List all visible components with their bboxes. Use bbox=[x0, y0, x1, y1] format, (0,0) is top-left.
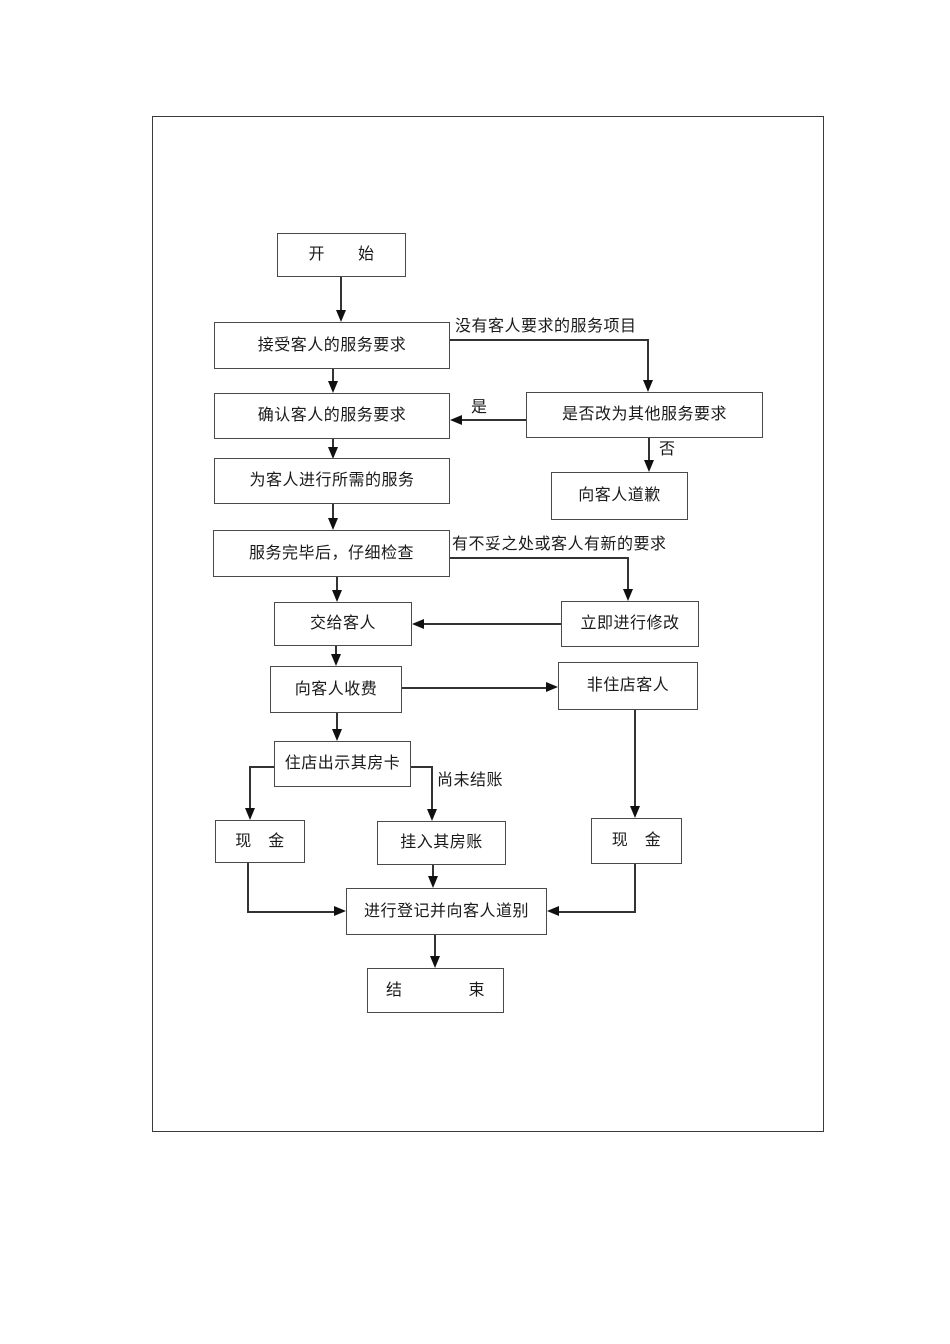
node-modify-immediately: 立即进行修改 bbox=[561, 601, 699, 647]
edge-account-register-arrow bbox=[428, 876, 438, 888]
edge-confirm-perform-arrow bbox=[328, 447, 338, 459]
edge-nonresident-cash-line bbox=[634, 710, 636, 807]
edge-showcard-account-hline bbox=[411, 766, 432, 768]
edge-check-modify-arrow bbox=[623, 589, 633, 601]
edge-modify-deliver-line bbox=[424, 623, 561, 625]
edge-charge-showcard-line bbox=[336, 713, 338, 730]
node-confirm-service-request: 确认客人的服务要求 bbox=[214, 393, 450, 439]
node-charge-guest: 向客人收费 bbox=[270, 666, 402, 713]
edge-showcard-cash-arrow bbox=[245, 808, 255, 820]
node-register-and-farewell: 进行登记并向客人道别 bbox=[346, 888, 547, 935]
edge-label-not-settled: 尚未结账 bbox=[437, 772, 504, 789]
edge-charge-nonresident-arrow bbox=[546, 682, 558, 692]
edge-label-flaw-or-new-request: 有不妥之处或客人有新的要求 bbox=[452, 536, 667, 553]
node-change-to-other-service: 是否改为其他服务要求 bbox=[526, 392, 763, 438]
node-non-resident-guest: 非住店客人 bbox=[558, 662, 698, 710]
edge-cashleft-register-hline bbox=[247, 911, 335, 913]
edge-check-modify-vline bbox=[627, 557, 629, 591]
node-receive-service-request: 接受客人的服务要求 bbox=[214, 322, 450, 369]
node-cash-left: 现 金 bbox=[215, 820, 305, 863]
edge-cashright-register-vline bbox=[634, 864, 636, 913]
node-deliver-to-guest: 交给客人 bbox=[274, 602, 412, 646]
edge-deliver-charge-line bbox=[335, 646, 337, 656]
edge-register-end-arrow bbox=[430, 956, 440, 968]
edge-change-confirm-arrow bbox=[450, 415, 462, 425]
edge-change-apologize-arrow bbox=[644, 460, 654, 472]
edge-cashright-register-arrow bbox=[547, 906, 559, 916]
edge-label-no: 否 bbox=[659, 441, 676, 458]
edge-account-register-line bbox=[432, 865, 434, 877]
edge-confirm-perform-line bbox=[332, 439, 334, 449]
edge-charge-showcard-arrow bbox=[332, 729, 342, 741]
node-check-after-service: 服务完毕后，仔细检查 bbox=[213, 530, 450, 577]
node-resident-show-room-card: 住店出示其房卡 bbox=[274, 741, 411, 787]
edge-showcard-account-arrow bbox=[427, 809, 437, 821]
edge-cashright-register-hline bbox=[558, 911, 635, 913]
edge-label-no-service-item: 没有客人要求的服务项目 bbox=[455, 318, 637, 335]
edge-perform-check-arrow bbox=[328, 518, 338, 530]
edge-charge-nonresident-line bbox=[402, 687, 546, 689]
edge-receive-change-arrow bbox=[643, 380, 653, 392]
edge-deliver-charge-arrow bbox=[331, 654, 341, 666]
node-post-to-room-account: 挂入其房账 bbox=[377, 821, 506, 865]
edge-change-confirm-line bbox=[461, 419, 526, 421]
node-end: 结 束 bbox=[367, 968, 504, 1013]
edge-nonresident-cash-arrow bbox=[630, 806, 640, 818]
edge-start-receive-line bbox=[340, 277, 342, 311]
edge-check-deliver-line bbox=[336, 577, 338, 591]
node-apologize-to-guest: 向客人道歉 bbox=[551, 472, 688, 520]
edge-perform-check-line bbox=[332, 504, 334, 519]
edge-register-end-line bbox=[434, 935, 436, 957]
node-perform-service: 为客人进行所需的服务 bbox=[214, 458, 450, 504]
node-cash-right: 现 金 bbox=[591, 818, 682, 864]
edge-start-receive-arrow bbox=[336, 310, 346, 322]
edge-showcard-cash-vline bbox=[249, 766, 251, 809]
edge-receive-confirm-line bbox=[332, 369, 334, 382]
edge-receive-change-hline bbox=[450, 339, 649, 341]
edge-check-deliver-arrow bbox=[332, 590, 342, 602]
edge-cashleft-register-vline bbox=[247, 863, 249, 913]
edge-receive-change-vline bbox=[647, 339, 649, 382]
edge-receive-confirm-arrow bbox=[328, 381, 338, 393]
edge-showcard-cash-hline bbox=[250, 766, 274, 768]
node-start: 开 始 bbox=[277, 233, 406, 277]
edge-label-yes: 是 bbox=[471, 399, 488, 416]
edge-showcard-account-vline bbox=[431, 766, 433, 810]
edge-check-modify-hline bbox=[450, 557, 629, 559]
edge-change-apologize-line bbox=[648, 438, 650, 462]
edge-modify-deliver-arrow bbox=[412, 619, 424, 629]
edge-cashleft-register-arrow bbox=[334, 906, 346, 916]
